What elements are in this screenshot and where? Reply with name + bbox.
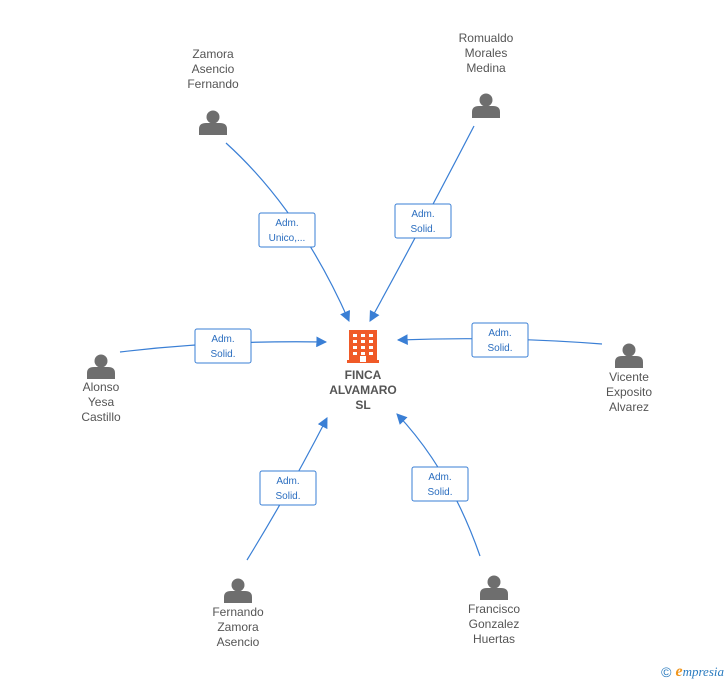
person-name-line: Zamora [192,47,234,61]
role-label-line: Adm. [276,476,299,487]
person-name-line: Alvarez [609,400,649,414]
role-label[interactable]: Adm. Unico,... [258,212,316,248]
role-labels-layer: Adm. Unico,... Adm. Solid. Adm. Solid. Adm. Sol… [194,203,529,506]
role-label[interactable]: Adm. Solid. [394,203,452,239]
person-icon [224,578,252,603]
person-name-line: Castillo [81,410,121,424]
person-name-line: Yesa [88,395,115,409]
person-name-line: Vicente [609,370,649,384]
role-label-line: Adm. [488,328,511,339]
footer-brand: © empresia [661,663,724,681]
role-label-line: Solid. [210,349,235,360]
role-label[interactable]: Adm. Solid. [259,470,317,506]
role-label-line: Unico,... [269,233,306,244]
role-label-line: Adm. [275,218,298,229]
role-label-line: Solid. [427,487,452,498]
person-name-line: Medina [466,61,506,75]
person-name-line: Exposito [606,385,652,399]
role-label-line: Solid. [275,491,300,502]
company-name-line: SL [355,398,370,412]
person-name-line: Huertas [473,632,515,646]
person-name-line: Gonzalez [469,617,520,631]
role-label-line: Solid. [410,224,435,235]
person-name-line: Romualdo [459,31,514,45]
company-name-line: FINCA [345,368,382,382]
person-name-line: Alonso [83,380,120,394]
copyright-symbol: © [661,664,672,680]
person-name-line: Francisco [468,602,520,616]
person-icon [87,354,115,379]
brand-initial: e [675,663,683,680]
person-icon [480,575,508,600]
role-label-line: Adm. [411,209,434,220]
role-label[interactable]: Adm. Solid. [411,466,469,502]
person-name-line: Asencio [217,635,260,649]
role-label-line: Adm. [428,472,451,483]
person-name-line: Zamora [217,620,259,634]
building-icon [347,330,379,363]
person-name-line: Asencio [192,62,235,76]
role-label-line: Solid. [487,343,512,354]
brand-logo[interactable]: empresia [675,663,724,681]
person-icon [615,343,643,368]
company-name-line: ALVAMARO [329,383,397,397]
person-name-line: Fernando [212,605,264,619]
role-label[interactable]: Adm. Solid. [471,322,529,358]
person-name-line: Fernando [187,77,239,91]
role-label[interactable]: Adm. Solid. [194,328,252,364]
person-icon [472,93,500,118]
person-icon [199,110,227,135]
person-name-line: Morales [465,46,508,60]
nodes-layer: FINCAALVAMAROSLZamoraAsencioFernandoRomu… [81,31,652,649]
role-label-line: Adm. [211,334,234,345]
brand-rest: mpresia [682,664,724,679]
